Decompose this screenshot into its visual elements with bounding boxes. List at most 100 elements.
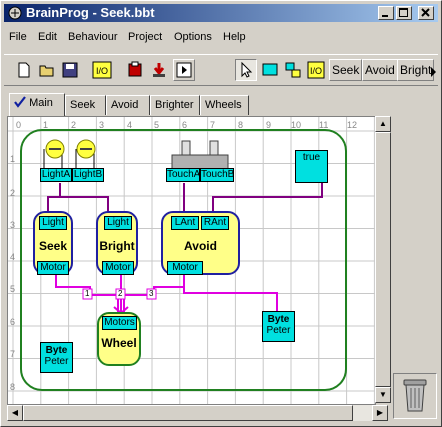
sensor-lightb[interactable]: LightB	[72, 168, 104, 182]
port-avoid-motor[interactable]: Motor	[167, 261, 203, 275]
play-icon	[176, 62, 192, 78]
module-bright-name: Bright	[99, 239, 135, 253]
maximize-button[interactable]	[396, 6, 412, 20]
tab-seek[interactable]: Seek	[65, 95, 106, 115]
byte-title: Byte	[45, 345, 68, 356]
menu-project[interactable]: Project	[128, 31, 163, 43]
port-bright-light[interactable]: Light	[104, 216, 132, 230]
scroll-right-button[interactable]: ▶	[372, 405, 388, 421]
save-icon	[62, 62, 78, 78]
row-tick: 4	[10, 252, 16, 262]
io-text: I/O	[310, 66, 322, 76]
tab-wheels[interactable]: Wheels	[200, 95, 249, 115]
byte-value: Peter	[266, 325, 291, 336]
io-button[interactable]: I/O	[90, 59, 114, 81]
byte-box-left[interactable]: Byte Peter	[40, 342, 73, 373]
window-title: BrainProg - Seek.bbt	[26, 5, 155, 20]
maximize-icon	[399, 8, 408, 17]
row-tick: 3	[10, 220, 16, 230]
menu-options[interactable]: Options	[174, 31, 212, 43]
port-wheel-motors[interactable]: Motors	[102, 316, 137, 330]
priority-box	[82, 288, 93, 300]
menu-file[interactable]: File	[9, 31, 27, 43]
scroll-left-button[interactable]: ◀	[7, 405, 23, 421]
io-icon: I/O	[92, 61, 112, 79]
module-avoid[interactable]: LAnt RAnt Avoid Motor	[161, 211, 240, 275]
bright-button[interactable]: Bright	[397, 59, 435, 81]
scroll-thumb[interactable]	[23, 405, 353, 421]
port-seek-motor[interactable]: Motor	[37, 261, 69, 275]
io-text: I/O	[96, 66, 108, 76]
chevron-right-icon[interactable]	[431, 67, 437, 77]
toolbar: I/O I/O Seek Avoid Bright	[4, 54, 438, 86]
run-button[interactable]	[173, 59, 195, 81]
close-icon	[421, 8, 430, 17]
col-tick: 12	[347, 120, 358, 130]
pointer-tool[interactable]	[235, 59, 257, 81]
sensor-touchb[interactable]: TouchB	[200, 168, 235, 182]
touch-button-icon	[181, 140, 191, 156]
port-avoid-lant[interactable]: LAnt	[171, 216, 199, 230]
close-button[interactable]	[418, 6, 434, 20]
scroll-thumb[interactable]	[375, 132, 391, 387]
seek-button[interactable]: Seek	[329, 59, 363, 81]
tab-brighter[interactable]: Brighter	[150, 95, 200, 115]
avoid-button[interactable]: Avoid	[362, 59, 398, 81]
row-tick: 2	[10, 188, 16, 198]
col-tick: 1	[43, 120, 49, 130]
minimize-button[interactable]	[378, 6, 394, 20]
touch-button-icon	[209, 140, 219, 156]
sensor-lighta[interactable]: LightA	[40, 168, 72, 182]
priority-box	[146, 288, 157, 300]
connect-tool[interactable]	[282, 59, 304, 81]
wire-true-avoid	[212, 183, 323, 214]
tab-avoid[interactable]: Avoid	[106, 95, 150, 115]
light-sensors-graphic	[43, 139, 96, 171]
scroll-down-button[interactable]: ▼	[375, 387, 391, 403]
port-avoid-rant[interactable]: RAnt	[201, 216, 229, 230]
new-button[interactable]	[13, 59, 35, 81]
program-canvas[interactable]: 0 1 2 3 4 5 6 7 8 9 10 11 12 1 2 3 4 5 6…	[7, 116, 376, 405]
tab-label: Main	[29, 97, 53, 109]
trash-bin[interactable]	[393, 373, 437, 419]
constant-true[interactable]: true	[295, 150, 328, 183]
priority-box	[115, 288, 126, 300]
col-tick: 5	[154, 120, 160, 130]
priority-3: 3	[149, 289, 154, 298]
scroll-up-button[interactable]: ▲	[375, 116, 391, 132]
io-tool[interactable]: I/O	[305, 59, 327, 81]
row-tick: 1	[10, 154, 16, 164]
menu-bar: File Edit Behaviour Project Options Help	[4, 29, 438, 47]
port-bright-motor[interactable]: Motor	[102, 261, 134, 275]
menu-behaviour[interactable]: Behaviour	[68, 31, 118, 43]
tab-strip: Main Seek Avoid Brighter Wheels	[7, 93, 437, 116]
row-tick: 5	[10, 284, 16, 294]
tab-main[interactable]: Main	[9, 93, 65, 116]
io-icon: I/O	[307, 61, 325, 79]
module-seek[interactable]: Light Seek Motor	[33, 211, 73, 275]
open-button[interactable]	[36, 59, 58, 81]
menu-help[interactable]: Help	[223, 31, 246, 43]
col-tick: 0	[16, 120, 22, 130]
new-file-icon	[18, 62, 30, 78]
download-icon	[153, 63, 165, 77]
title-bar: BrainProg - Seek.bbt	[4, 4, 438, 22]
row-tick: 6	[10, 317, 16, 327]
byte-box-right[interactable]: Byte Peter	[262, 311, 295, 342]
port-seek-light[interactable]: Light	[39, 216, 67, 230]
horizontal-scrollbar[interactable]: ◀ ▶	[7, 405, 388, 421]
sensor-toucha[interactable]: TouchA	[166, 168, 201, 182]
menu-edit[interactable]: Edit	[38, 31, 57, 43]
save-button[interactable]	[59, 59, 81, 81]
build-button[interactable]	[124, 59, 146, 81]
module-wheel[interactable]: Motors Wheel	[97, 312, 141, 366]
box-tool[interactable]	[259, 59, 281, 81]
download-button[interactable]	[148, 59, 170, 81]
col-tick: 10	[291, 120, 302, 130]
module-bright[interactable]: Light Bright Motor	[96, 211, 138, 275]
trash-can-icon	[403, 379, 427, 412]
vertical-scrollbar[interactable]: ▲ ▼	[375, 116, 391, 403]
col-tick: 3	[99, 120, 105, 130]
module-seek-name: Seek	[38, 239, 68, 253]
